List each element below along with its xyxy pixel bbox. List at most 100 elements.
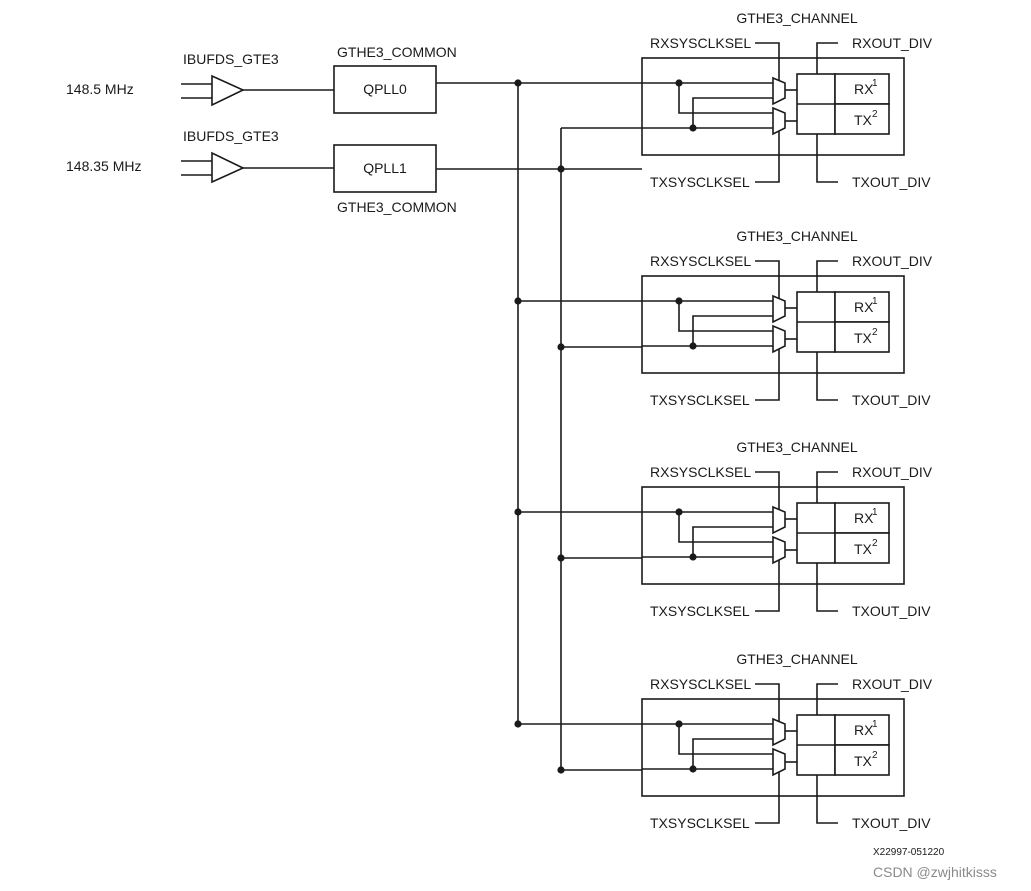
junction-dot bbox=[514, 79, 522, 87]
rxsysclksel-label: RXSYSCLKSEL bbox=[650, 35, 751, 51]
tx-mux bbox=[772, 324, 786, 354]
txoutdiv-wire bbox=[816, 134, 838, 183]
qpll1-label: QPLL1 bbox=[363, 160, 407, 176]
txoutdiv-wire bbox=[816, 775, 838, 824]
txoutdiv-wire bbox=[816, 563, 838, 612]
rxout-div-label: RXOUT_DIV bbox=[852, 464, 933, 480]
txoutdiv-wire bbox=[816, 352, 838, 401]
channel-title: GTHE3_CHANNEL bbox=[736, 651, 858, 667]
junction-dot bbox=[689, 553, 697, 561]
channel-3: GTHE3_CHANNELRXSYSCLKSELTXSYSCLKSELRX1TX… bbox=[514, 651, 933, 831]
rxsel-wire bbox=[755, 42, 780, 80]
txout-div-label: TXOUT_DIV bbox=[852, 392, 931, 408]
common-label-0: GTHE3_COMMON bbox=[337, 44, 457, 60]
rxoutdiv-wire bbox=[816, 42, 838, 74]
junction-dot bbox=[557, 766, 565, 774]
rxsysclksel-label: RXSYSCLKSEL bbox=[650, 464, 751, 480]
junction-dot bbox=[514, 720, 522, 728]
channel-1: GTHE3_CHANNEL RXSYSCLKSEL TXSYSCLKSEL RX1TX… bbox=[514, 228, 933, 408]
junction-dot bbox=[557, 554, 565, 562]
ibufds-label-1: IBUFDS_GTE3 bbox=[183, 128, 279, 144]
junction-dot bbox=[675, 508, 683, 516]
rxout-div-label: RXOUT_DIV bbox=[852, 676, 933, 692]
ibufds-buffer-0 bbox=[211, 74, 245, 107]
junction-dot bbox=[514, 297, 522, 305]
channel-2: GTHE3_CHANNEL RXSYSCLKSEL TXSYSCLKSEL RX1TX… bbox=[514, 439, 933, 619]
junction-dot bbox=[557, 343, 565, 351]
txsysclksel-label: TXSYSCLKSEL bbox=[650, 392, 750, 408]
channel-title: GTHE3_CHANNEL bbox=[736, 228, 858, 244]
tx-superscript: 2 bbox=[872, 750, 878, 761]
tx-superscript: 2 bbox=[872, 327, 878, 338]
txsysclksel-label: TXSYSCLKSEL bbox=[650, 603, 750, 619]
tx-qpll0-wire bbox=[678, 301, 773, 332]
rxsel-wire bbox=[755, 471, 780, 509]
junction-dot bbox=[675, 79, 683, 87]
junction-dot bbox=[514, 508, 522, 516]
rx-mux bbox=[772, 505, 786, 535]
channel-title: GTHE3_CHANNEL bbox=[736, 439, 858, 455]
rx-label: RX bbox=[854, 81, 874, 97]
junction-dot bbox=[689, 765, 697, 773]
junction-dot bbox=[557, 165, 565, 173]
tx-block bbox=[834, 321, 890, 353]
tx-mux bbox=[772, 535, 786, 565]
rx-label: RX bbox=[854, 722, 874, 738]
rx-label: RX bbox=[854, 299, 874, 315]
rx-superscript: 1 bbox=[872, 719, 878, 730]
txout-div-label: TXOUT_DIV bbox=[852, 603, 931, 619]
rx-superscript: 1 bbox=[872, 78, 878, 89]
tx-label: TX bbox=[854, 541, 873, 557]
tx-mux bbox=[772, 106, 786, 136]
txsysclksel-label: TXSYSCLKSEL bbox=[650, 174, 750, 190]
qpll0-block bbox=[333, 65, 437, 114]
tx-label: TX bbox=[854, 112, 873, 128]
rx-mux bbox=[772, 76, 786, 106]
txsel-wire bbox=[755, 772, 780, 824]
rx-mux bbox=[772, 294, 786, 324]
rx-mux bbox=[772, 717, 786, 747]
rxoutdiv-wire bbox=[816, 683, 838, 715]
tx-superscript: 2 bbox=[872, 538, 878, 549]
rxoutdiv-wire bbox=[816, 471, 838, 503]
channel-title: GTHE3_CHANNEL bbox=[736, 10, 858, 26]
rxoutdiv-wire bbox=[816, 260, 838, 292]
txout-div-label: TXOUT_DIV bbox=[852, 174, 931, 190]
rxout-div-label: RXOUT_DIV bbox=[852, 253, 933, 269]
rx-superscript: 1 bbox=[872, 507, 878, 518]
qpll0-label: QPLL0 bbox=[363, 81, 407, 97]
tx-qpll0-wire bbox=[678, 724, 773, 755]
txsysclksel-label: TXSYSCLKSEL bbox=[650, 815, 750, 831]
txsel-wire bbox=[755, 560, 780, 612]
tx-qpll0-wire bbox=[678, 83, 773, 114]
tx-qpll0-wire bbox=[678, 512, 773, 543]
channel-group: GTHE3_CHANNELRXSYSCLKSELTXSYSCLKSELRX1TX… bbox=[514, 10, 933, 831]
channel-0: GTHE3_CHANNEL RXSYSCLKSEL TXSYSCLKSEL RX1TX… bbox=[641, 10, 933, 190]
input-freq-0: 148.5 MHz bbox=[66, 81, 134, 97]
rx-label: RX bbox=[854, 510, 874, 526]
txsel-wire bbox=[755, 131, 780, 183]
rxsel-wire bbox=[755, 683, 780, 721]
rx-block bbox=[834, 714, 890, 746]
tx-label: TX bbox=[854, 330, 873, 346]
common-label-1: GTHE3_COMMON bbox=[337, 199, 457, 215]
junction-dot bbox=[689, 342, 697, 350]
rx-qpll1-wire bbox=[692, 315, 773, 346]
tx-block bbox=[834, 103, 890, 135]
tx-superscript: 2 bbox=[872, 109, 878, 120]
ibufds-label-0: IBUFDS_GTE3 bbox=[183, 51, 279, 67]
rxout-div-label: RXOUT_DIV bbox=[852, 35, 933, 51]
rx-superscript: 1 bbox=[872, 296, 878, 307]
figure-id: X22997-051220 bbox=[873, 847, 945, 858]
txsel-wire bbox=[755, 349, 780, 401]
rx-qpll1-wire bbox=[692, 97, 773, 128]
junction-dot bbox=[675, 720, 683, 728]
tx-label: TX bbox=[854, 753, 873, 769]
rxsysclksel-label: RXSYSCLKSEL bbox=[650, 253, 751, 269]
watermark: CSDN @zwjhitkisss bbox=[873, 864, 997, 880]
tx-block bbox=[834, 532, 890, 564]
tx-block bbox=[834, 744, 890, 776]
input-section: 148.5 MHz IBUFDS_GTE3 GTHE3_COMMON QPLL0… bbox=[66, 44, 642, 768]
txout-div-label: TXOUT_DIV bbox=[852, 815, 931, 831]
